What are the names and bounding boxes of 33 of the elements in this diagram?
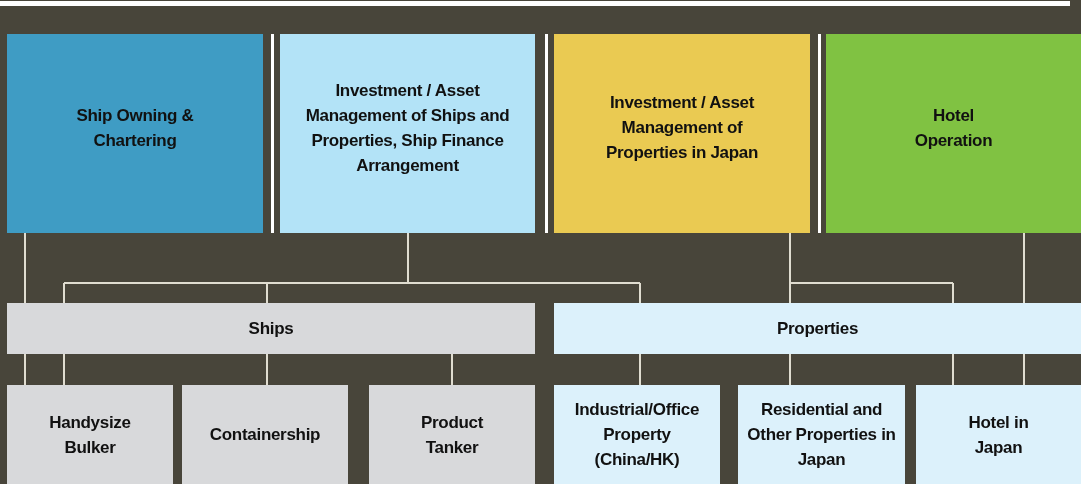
connector-line xyxy=(266,353,268,386)
box-label: Residential and Other Properties in Japan xyxy=(746,399,897,471)
box-label: Investment / Asset Management of Ships and Properties, Ship Finance Arrangement xyxy=(304,79,511,177)
connector-line xyxy=(451,353,453,386)
box-label: Hotel in Japan xyxy=(967,411,1030,459)
segment-box xyxy=(738,385,905,484)
connector-line xyxy=(639,353,641,386)
segment-box xyxy=(182,385,348,484)
segment-box xyxy=(916,385,1081,484)
segment-box xyxy=(369,385,535,484)
box-label: Product Tanker xyxy=(419,411,485,459)
business-box xyxy=(280,34,535,233)
box-label: Hotel Operation xyxy=(913,104,994,152)
connector-line xyxy=(789,353,791,386)
box-label: Ships xyxy=(248,318,294,340)
box-label: Industrial/Office Property (China/HK) xyxy=(573,399,701,471)
category-band xyxy=(554,303,1081,354)
box-label: Investment / Asset Management of Properties in Japan xyxy=(604,92,760,164)
connector-line xyxy=(24,232,26,304)
box-label: Ship Owning & Chartering xyxy=(75,104,195,152)
box-label: Containership xyxy=(209,424,321,446)
connector-line xyxy=(1023,232,1025,304)
segment-box xyxy=(554,385,720,484)
connector-line xyxy=(952,353,1025,386)
box-label: Properties xyxy=(776,318,859,340)
business-box xyxy=(826,34,1081,233)
business-box xyxy=(554,34,810,233)
box-label: Handysize Bulker xyxy=(48,411,132,459)
business-box xyxy=(7,34,263,233)
connector-line xyxy=(24,353,65,386)
connector-line xyxy=(789,232,954,304)
category-band xyxy=(7,303,535,354)
segment-box xyxy=(7,385,173,484)
